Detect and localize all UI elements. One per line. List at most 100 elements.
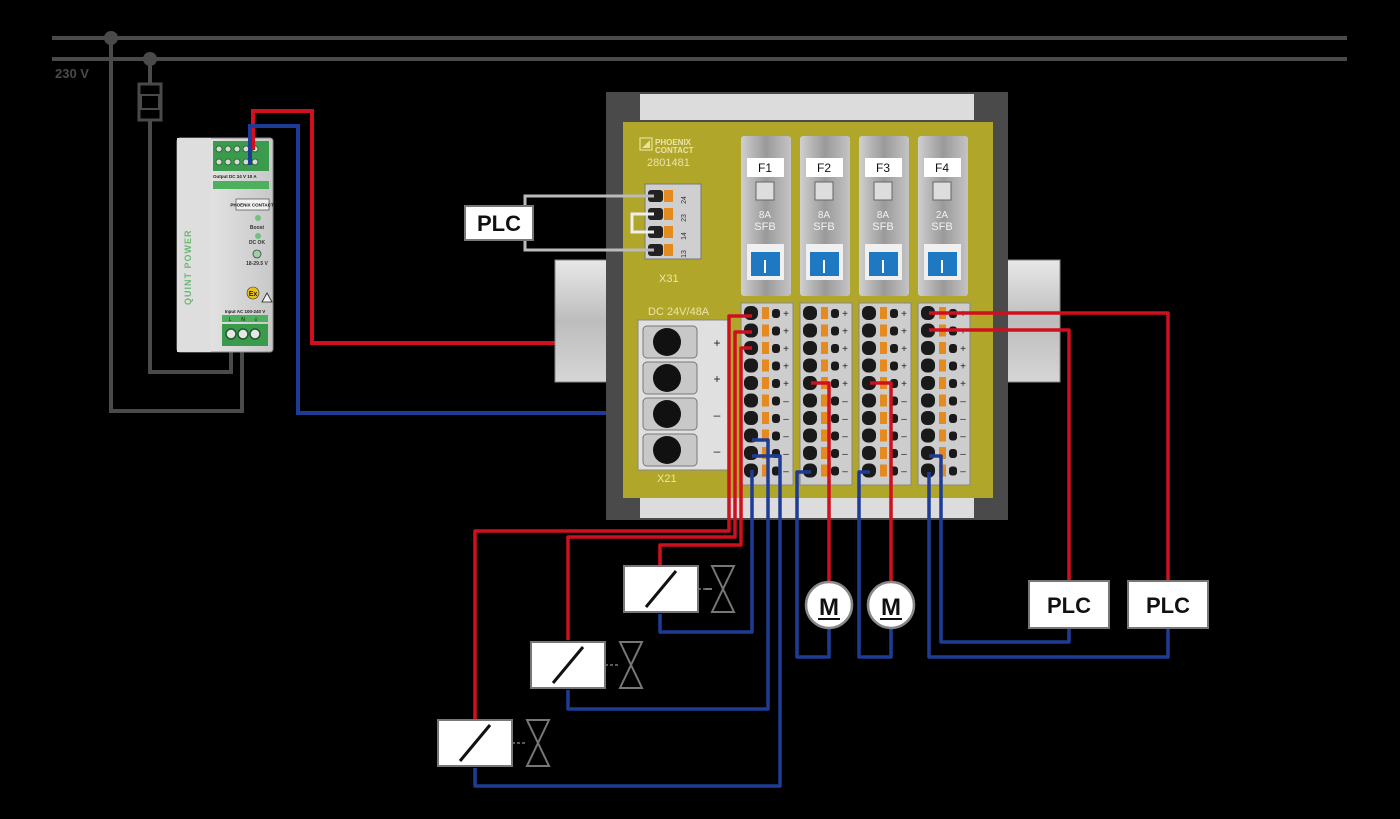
- terminal-release-lever[interactable]: [939, 394, 946, 407]
- terminal-clamp-small[interactable]: [949, 449, 957, 458]
- terminal-clamp-small[interactable]: [831, 361, 839, 371]
- terminal-clamp[interactable]: [803, 376, 817, 390]
- terminal-clamp[interactable]: [803, 323, 817, 338]
- terminal-clamp[interactable]: [921, 393, 935, 408]
- terminal-clamp-small[interactable]: [772, 326, 780, 336]
- terminal-release-lever[interactable]: [821, 412, 828, 424]
- terminal-release-lever[interactable]: [939, 342, 946, 354]
- terminal-clamp[interactable]: [862, 358, 876, 373]
- terminal-release-lever[interactable]: [762, 324, 769, 337]
- terminal-release-lever[interactable]: [880, 447, 887, 459]
- terminal-clamp[interactable]: [803, 306, 817, 320]
- terminal-clamp[interactable]: [862, 411, 876, 425]
- terminal-clamp[interactable]: [921, 446, 935, 460]
- terminal-clamp[interactable]: [744, 411, 758, 425]
- terminal-clamp[interactable]: [744, 358, 758, 373]
- terminal-clamp-small[interactable]: [772, 466, 780, 476]
- terminal-clamp-small[interactable]: [772, 361, 780, 371]
- terminal-release-lever[interactable]: [939, 412, 946, 424]
- terminal-release-lever[interactable]: [880, 412, 887, 424]
- terminal-clamp-small[interactable]: [949, 396, 957, 406]
- terminal-release-lever[interactable]: [821, 342, 828, 354]
- terminal-release-lever[interactable]: [880, 429, 887, 442]
- terminal-clamp[interactable]: [803, 393, 817, 408]
- terminal-release-lever[interactable]: [762, 394, 769, 407]
- terminal-release-lever[interactable]: [821, 464, 828, 477]
- terminal-clamp[interactable]: [862, 323, 876, 338]
- terminal-clamp-small[interactable]: [772, 379, 780, 388]
- terminal-release-lever[interactable]: [880, 464, 887, 477]
- terminal-clamp[interactable]: [744, 446, 758, 460]
- terminal-clamp-small[interactable]: [772, 431, 780, 441]
- terminal-clamp[interactable]: [862, 393, 876, 408]
- terminal-clamp[interactable]: [921, 341, 935, 355]
- terminal-clamp[interactable]: [862, 341, 876, 355]
- terminal-release-lever[interactable]: [880, 359, 887, 372]
- terminal-clamp-small[interactable]: [831, 449, 839, 458]
- terminal-release-lever[interactable]: [762, 412, 769, 424]
- terminal-clamp[interactable]: [921, 428, 935, 443]
- terminal-release-lever[interactable]: [762, 359, 769, 372]
- terminal-release-lever[interactable]: [821, 359, 828, 372]
- terminal-clamp[interactable]: [862, 446, 876, 460]
- terminal-clamp[interactable]: [921, 358, 935, 373]
- terminal-clamp[interactable]: [744, 376, 758, 390]
- terminal-clamp[interactable]: [862, 428, 876, 443]
- terminal-release-lever[interactable]: [939, 377, 946, 389]
- terminal-clamp[interactable]: [921, 306, 935, 320]
- terminal-clamp-small[interactable]: [831, 326, 839, 336]
- terminal-release-lever[interactable]: [821, 307, 828, 319]
- terminal-clamp-small[interactable]: [890, 344, 898, 353]
- terminal-clamp-small[interactable]: [890, 361, 898, 371]
- terminal-clamp[interactable]: [921, 376, 935, 390]
- terminal-clamp-small[interactable]: [772, 396, 780, 406]
- terminal-clamp[interactable]: [862, 306, 876, 320]
- breaker-f3[interactable]: F3 8A SFB: [859, 136, 909, 296]
- terminal-clamp-small[interactable]: [890, 326, 898, 336]
- terminal-clamp-small[interactable]: [772, 344, 780, 353]
- terminal-clamp[interactable]: [803, 358, 817, 373]
- terminal-release-lever[interactable]: [880, 342, 887, 354]
- terminal-clamp[interactable]: [862, 376, 876, 390]
- terminal-release-lever[interactable]: [762, 342, 769, 354]
- terminal-clamp-small[interactable]: [949, 379, 957, 388]
- terminal-clamp-small[interactable]: [831, 466, 839, 476]
- terminal-clamp[interactable]: [921, 463, 935, 478]
- terminal-clamp-small[interactable]: [831, 396, 839, 406]
- terminal-clamp-small[interactable]: [949, 466, 957, 476]
- terminal-clamp-small[interactable]: [772, 309, 780, 318]
- breaker-f2[interactable]: F2 8A SFB: [800, 136, 850, 296]
- terminal-clamp-small[interactable]: [949, 361, 957, 371]
- terminal-release-lever[interactable]: [821, 429, 828, 442]
- breaker-f4[interactable]: F4 2A SFB: [918, 136, 968, 296]
- terminal-release-lever[interactable]: [880, 307, 887, 319]
- terminal-release-lever[interactable]: [939, 359, 946, 372]
- breaker-f1[interactable]: F1 8A SFB: [741, 136, 791, 296]
- terminal-release-lever[interactable]: [762, 307, 769, 319]
- terminal-clamp-small[interactable]: [890, 309, 898, 318]
- terminal-clamp[interactable]: [803, 446, 817, 460]
- voltage-adjust-knob[interactable]: [252, 249, 262, 259]
- terminal-clamp-small[interactable]: [831, 379, 839, 388]
- terminal-clamp-small[interactable]: [831, 414, 839, 423]
- terminal-clamp-small[interactable]: [949, 414, 957, 423]
- terminal-release-lever[interactable]: [939, 447, 946, 459]
- terminal-clamp-small[interactable]: [831, 344, 839, 353]
- terminal-release-lever[interactable]: [762, 447, 769, 459]
- terminal-clamp[interactable]: [744, 306, 758, 320]
- terminal-clamp-small[interactable]: [831, 431, 839, 441]
- terminal-clamp-small[interactable]: [831, 309, 839, 318]
- terminal-clamp[interactable]: [803, 411, 817, 425]
- terminal-release-lever[interactable]: [880, 324, 887, 337]
- terminal-release-lever[interactable]: [880, 394, 887, 407]
- terminal-release-lever[interactable]: [762, 464, 769, 477]
- terminal-release-lever[interactable]: [762, 377, 769, 389]
- terminal-clamp[interactable]: [921, 411, 935, 425]
- terminal-release-lever[interactable]: [762, 429, 769, 442]
- terminal-clamp[interactable]: [803, 341, 817, 355]
- terminal-release-lever[interactable]: [821, 447, 828, 459]
- terminal-release-lever[interactable]: [939, 429, 946, 442]
- terminal-clamp-small[interactable]: [949, 431, 957, 441]
- terminal-clamp-small[interactable]: [772, 414, 780, 423]
- terminal-release-lever[interactable]: [821, 324, 828, 337]
